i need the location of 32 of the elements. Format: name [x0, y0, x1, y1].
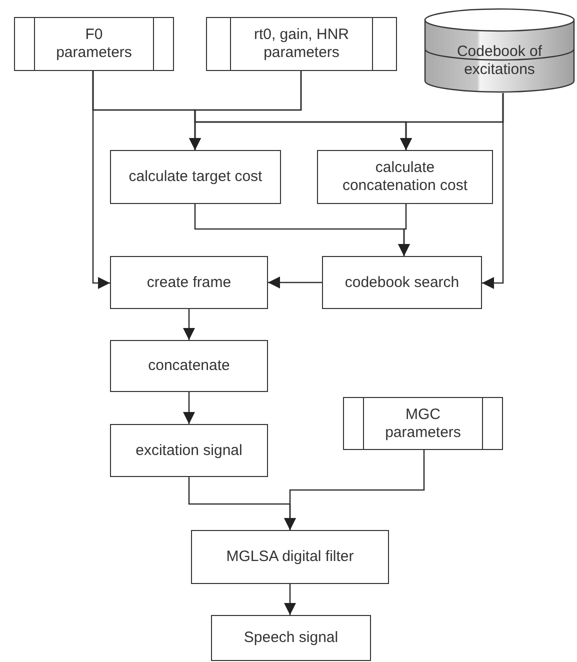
parameter-box — [206, 17, 397, 71]
arrow — [284, 584, 296, 615]
parameter-box — [14, 17, 174, 71]
arrow — [92, 71, 110, 289]
process-box — [110, 424, 268, 477]
box-label: rt0, gain, HNR parameters — [252, 26, 350, 62]
box-label: concatenate — [148, 357, 230, 375]
box-label: calculate target cost — [128, 168, 262, 186]
box-label: create frame — [146, 274, 232, 292]
process-box — [211, 615, 371, 661]
box-label: Speech signal — [244, 629, 338, 647]
arrow — [482, 93, 504, 289]
box-label: F0 parameters — [55, 26, 133, 62]
process-box — [110, 150, 281, 204]
process-box — [317, 150, 493, 204]
box-label: MGC parameters — [384, 406, 462, 442]
arrow — [398, 204, 410, 256]
process-box — [110, 256, 268, 309]
box-label: codebook search — [344, 274, 460, 292]
process-box — [191, 530, 389, 584]
arrow — [284, 450, 425, 530]
arrow — [183, 392, 195, 424]
arrow — [268, 276, 322, 288]
box-label: Codebook of excitations — [456, 42, 544, 78]
parameter-box — [343, 397, 503, 450]
box-label: excitation signal — [136, 442, 242, 460]
box-label: calculate concatenation cost — [341, 159, 469, 195]
database-cylinder — [424, 8, 575, 93]
process-box — [110, 340, 268, 392]
process-box — [322, 256, 482, 309]
box-label: MGLSA digital filter — [226, 548, 354, 566]
arrow — [183, 309, 195, 340]
